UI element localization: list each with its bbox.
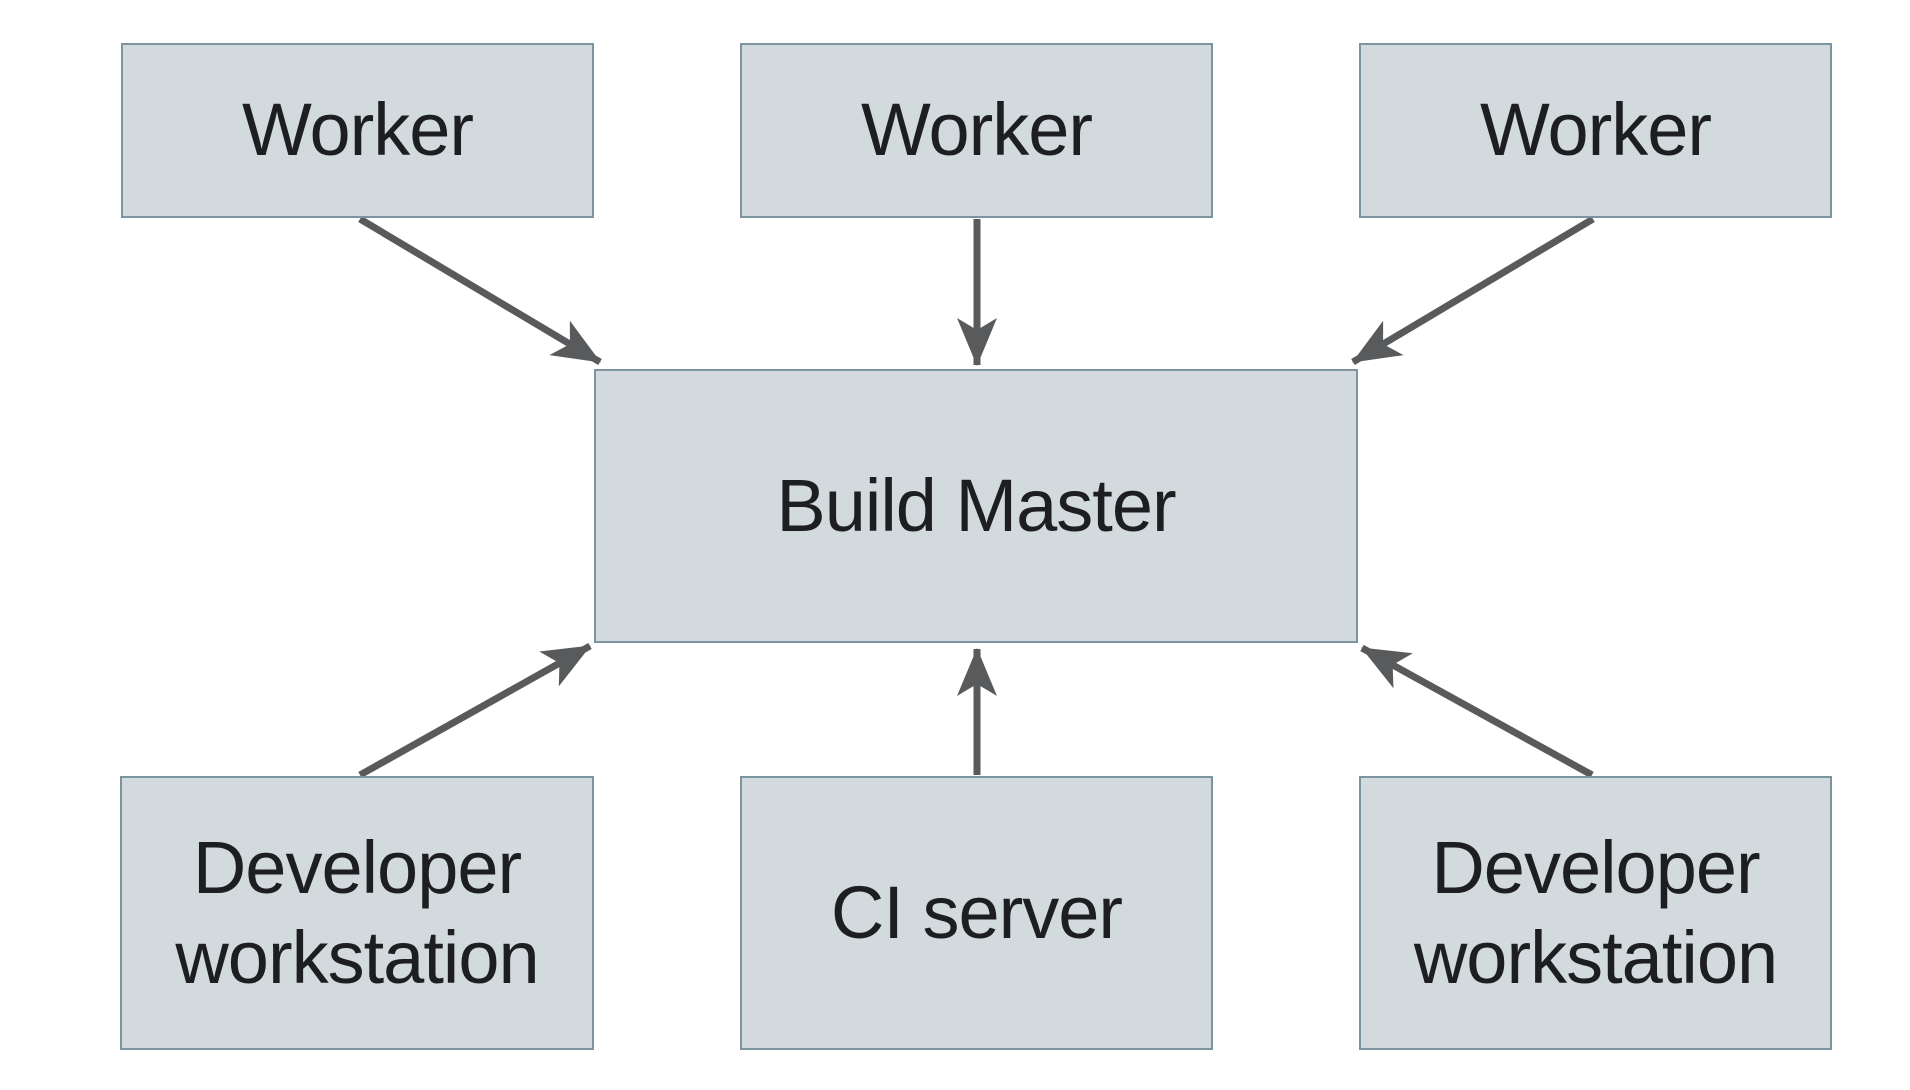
node-developer-workstation-1-label: Developer workstation bbox=[175, 825, 539, 999]
node-developer-workstation-2: Developer workstation bbox=[1359, 776, 1832, 1050]
node-developer-workstation-2-label: Developer workstation bbox=[1413, 825, 1778, 999]
arrow-dev-workstation-1-to-build-master bbox=[358, 642, 592, 779]
node-ci-server: CI server bbox=[740, 776, 1213, 1050]
node-worker-2: Worker bbox=[740, 43, 1213, 218]
arrow-worker-1-to-build-master bbox=[358, 215, 602, 366]
node-worker-3-label: Worker bbox=[1479, 88, 1712, 172]
node-worker-1-label: Worker bbox=[241, 88, 474, 172]
node-build-master: Build Master bbox=[594, 369, 1358, 643]
arrow-worker-3-to-build-master bbox=[1351, 215, 1595, 366]
node-worker-1: Worker bbox=[121, 43, 594, 218]
node-worker-2-label: Worker bbox=[860, 88, 1093, 172]
arrow-dev-workstation-2-to-build-master bbox=[1360, 644, 1594, 779]
node-worker-3: Worker bbox=[1359, 43, 1832, 218]
node-ci-server-label: CI server bbox=[830, 870, 1123, 954]
node-developer-workstation-1: Developer workstation bbox=[120, 776, 594, 1050]
node-build-master-label: Build Master bbox=[776, 463, 1176, 547]
